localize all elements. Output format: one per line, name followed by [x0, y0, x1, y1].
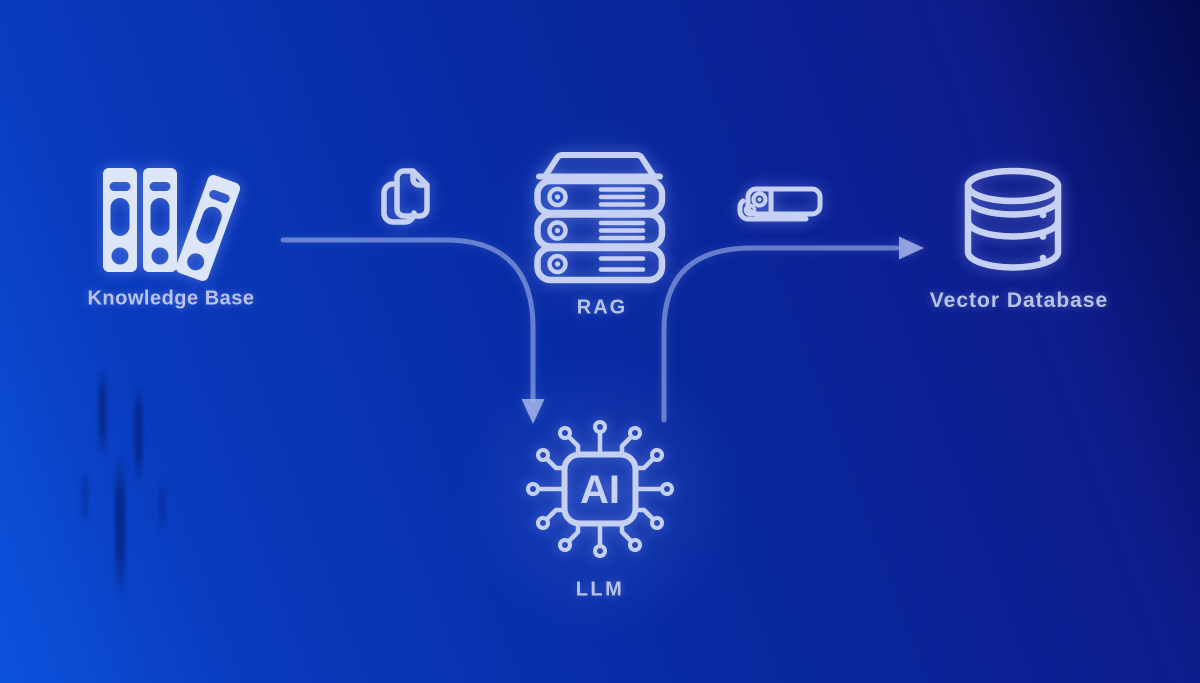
arrow-llm-to-vector-database — [661, 236, 924, 423]
arrow-knowledge-base-to-llm — [280, 237, 545, 424]
drive-stack-icon — [737, 186, 823, 222]
rag-label: RAG — [576, 296, 628, 319]
arrowhead-right-icon — [899, 236, 924, 260]
ai-chip-icon: AI — [526, 420, 674, 558]
knowledge-base-label: Knowledge Base — [87, 287, 255, 310]
vector-database-label: Vector Database — [929, 289, 1109, 312]
copy-documents-icon — [381, 168, 430, 225]
binders-icon — [103, 168, 242, 283]
server-stack-icon — [534, 152, 666, 284]
chip-ai-text: AI — [580, 468, 620, 512]
arrowhead-down-icon — [521, 399, 545, 424]
llm-label: LLM — [575, 578, 625, 601]
database-cylinder-icon — [964, 167, 1062, 271]
